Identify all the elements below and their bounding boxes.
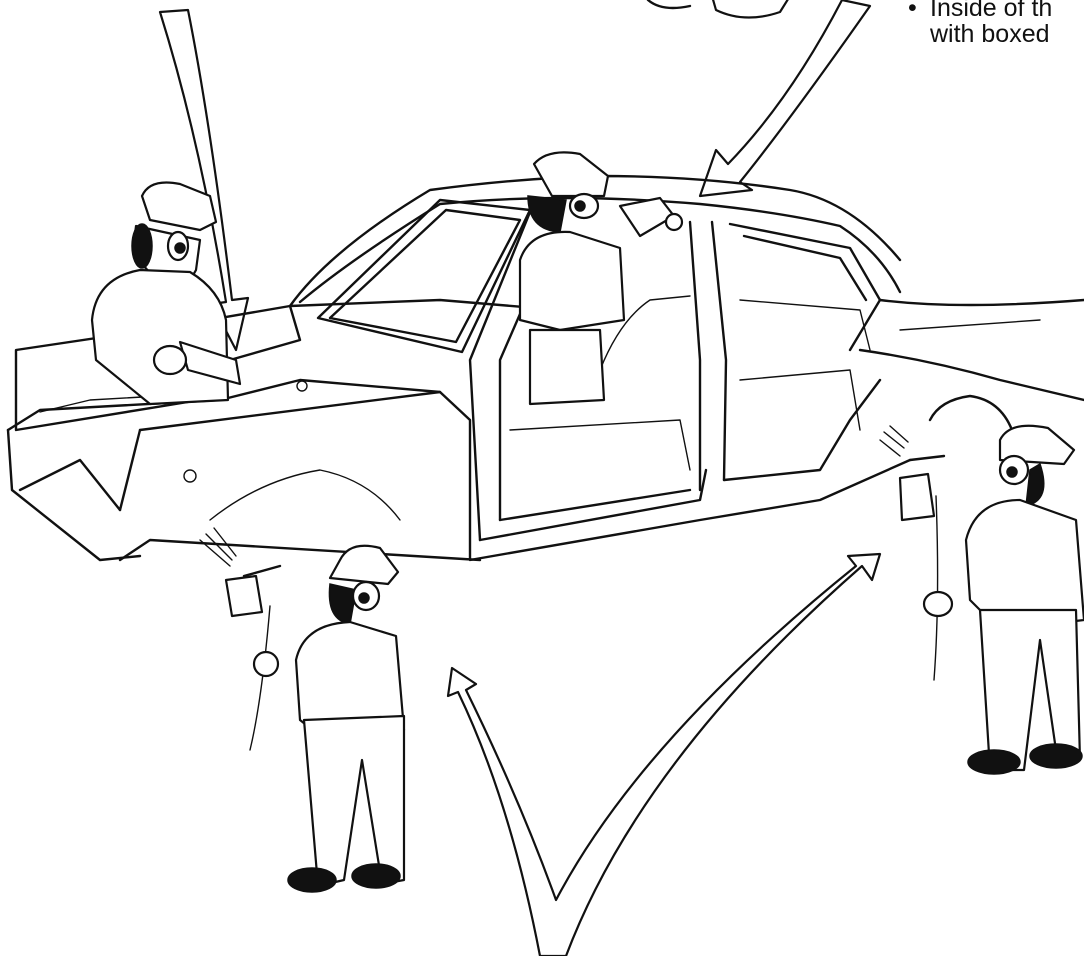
spray-can-icon — [648, 0, 790, 18]
worker-roof-sealing-icon — [520, 152, 682, 404]
worker-spray-left-icon — [200, 528, 404, 892]
arrow-roof-icon — [700, 0, 870, 196]
worker-spray-right-icon — [880, 426, 1084, 774]
arrow-underbody-icon — [448, 554, 880, 956]
